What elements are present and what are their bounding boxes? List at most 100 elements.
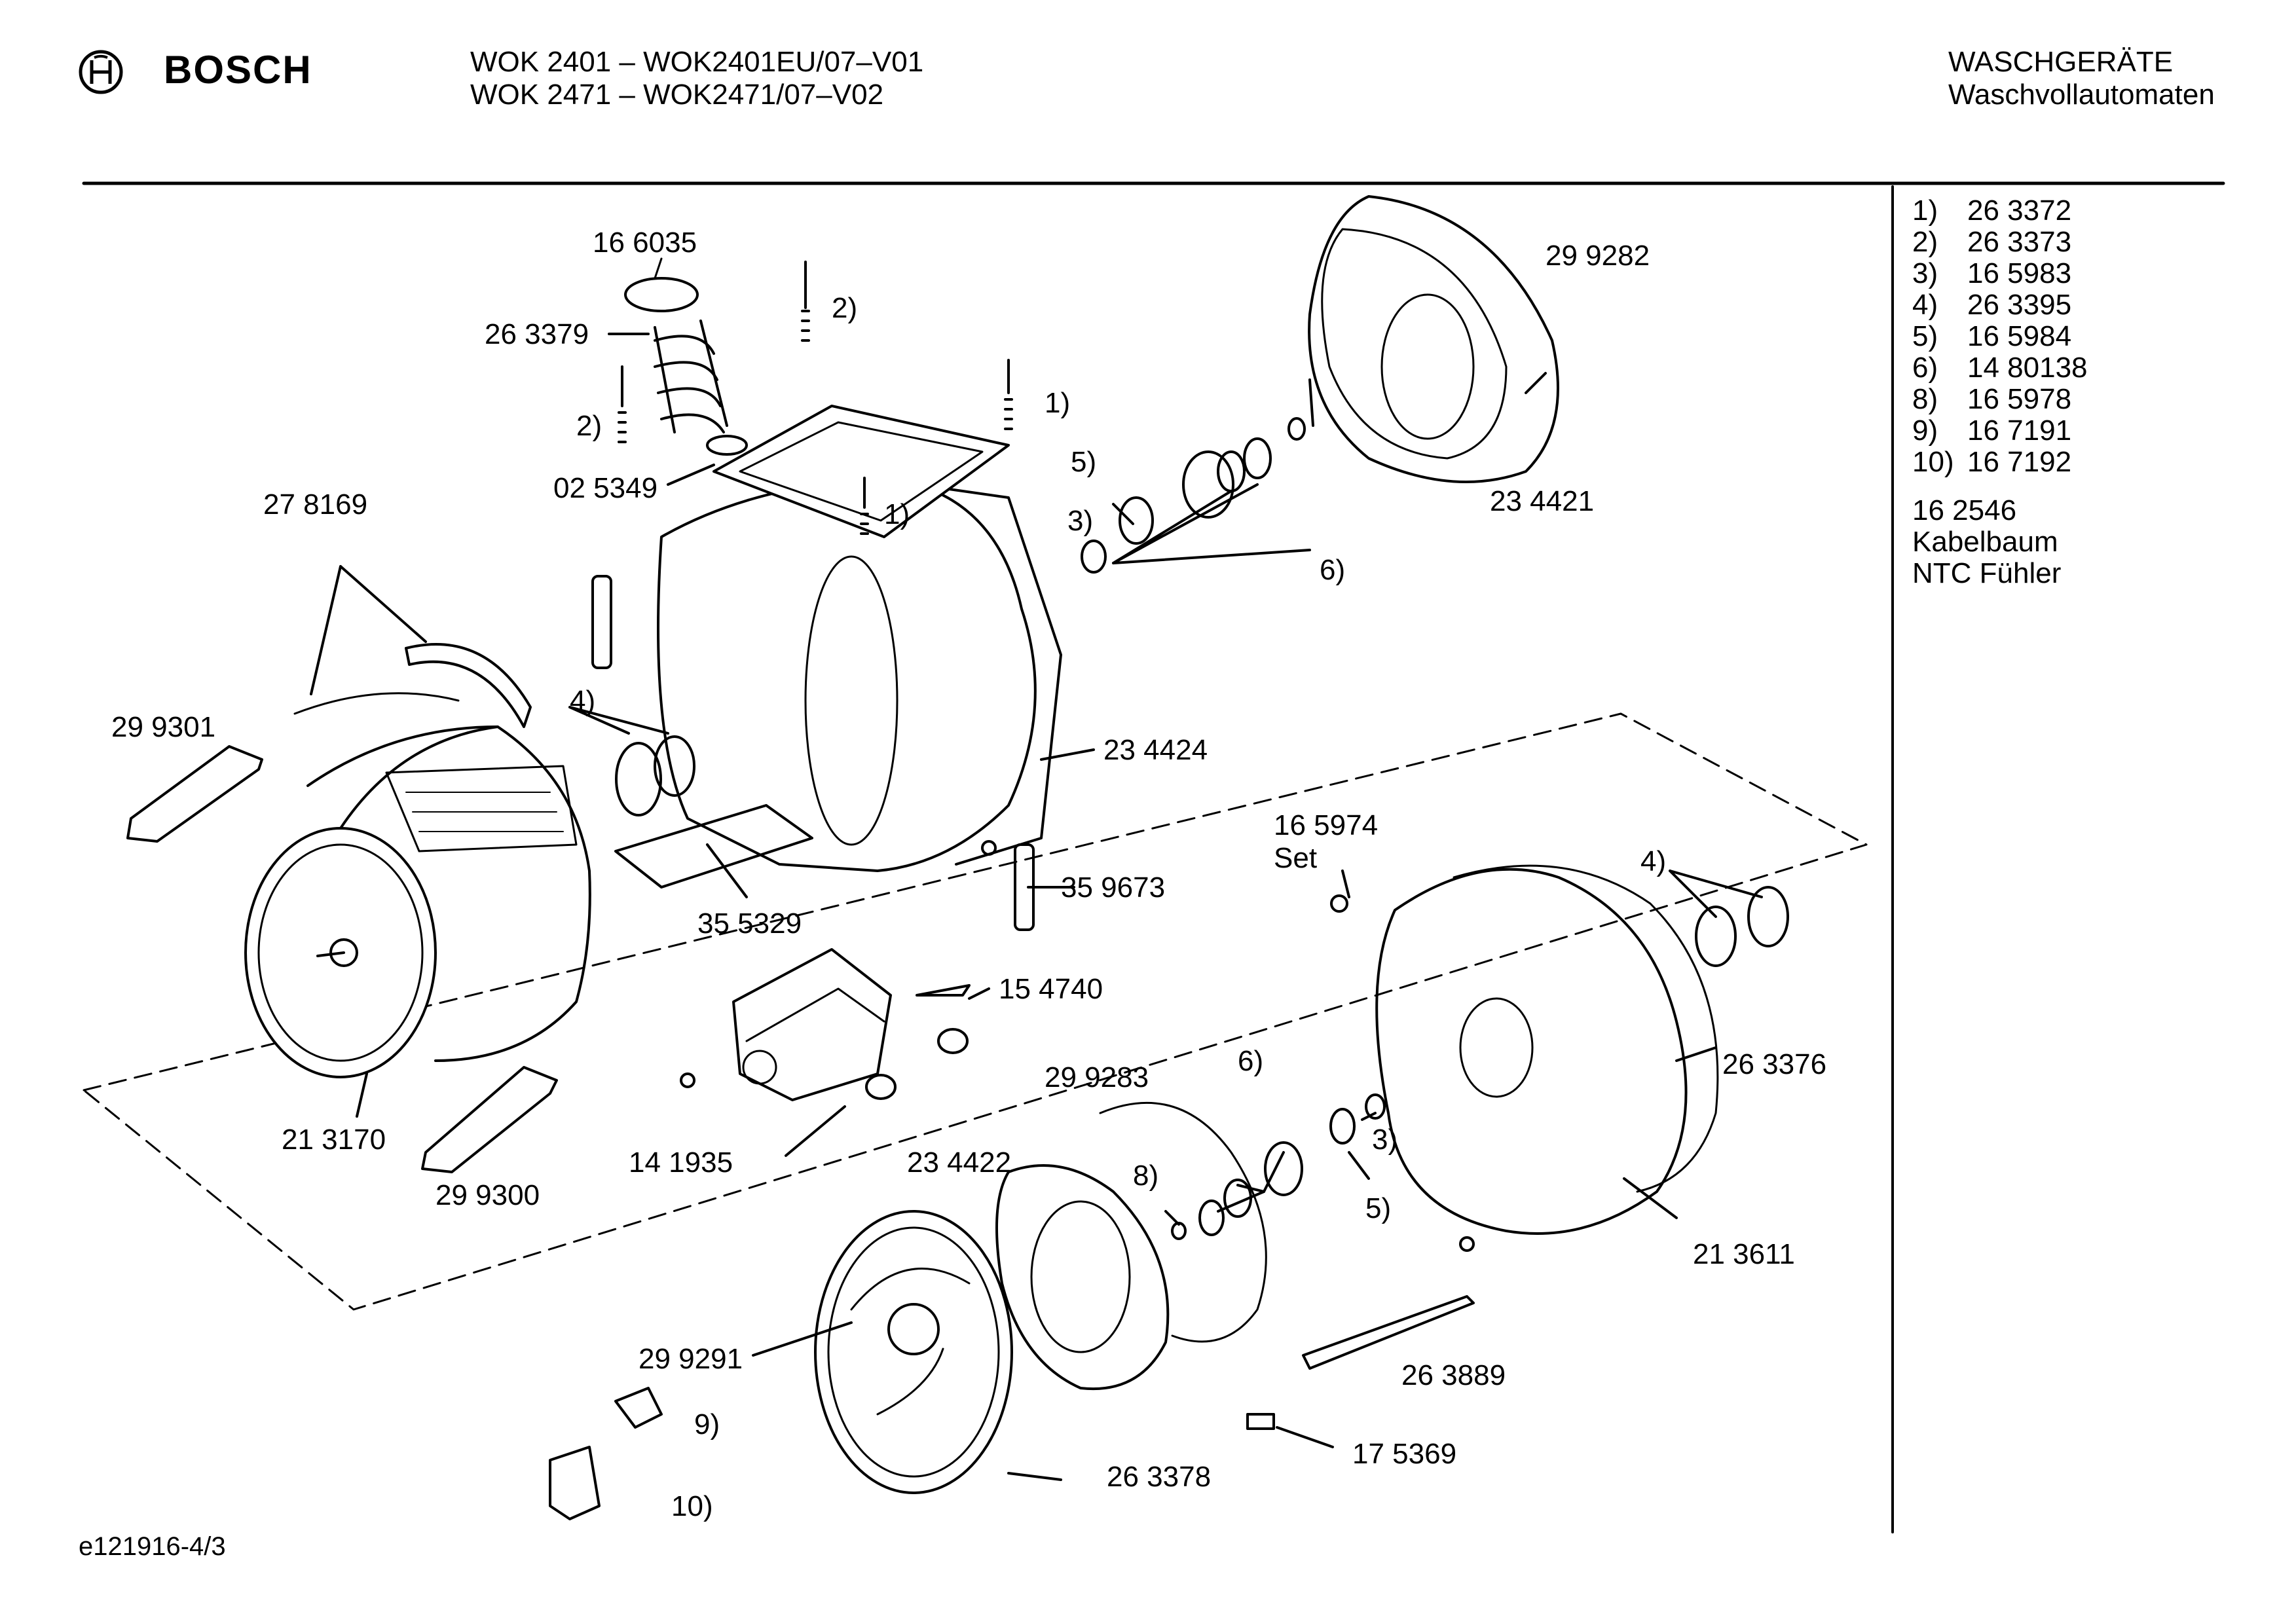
lifter-part-bottom	[421, 1066, 558, 1173]
part-number-label: 29 9300	[435, 1179, 540, 1211]
legend-note-part: 16 2546	[1912, 494, 2017, 526]
part-number-label: 4)	[570, 685, 595, 717]
assembly-plane	[83, 712, 1868, 1311]
category-title: WASCHGERÄTE	[1948, 46, 2174, 78]
heater-plate-part	[614, 804, 813, 888]
legend-item-ref: 6)	[1912, 352, 1938, 384]
drum-rib-part	[405, 643, 532, 728]
part-number-label: 29 9282	[1546, 240, 1650, 272]
legend-item: 1) 26 3372	[1912, 195, 2088, 227]
motor-part	[732, 948, 892, 1101]
legend-item-part: 16 5984	[1967, 320, 2072, 352]
part-labels: 16 6035 26 3379 2) 2) 02 5349 1) 1) 27 8169 29 9…	[111, 227, 1826, 1522]
model-line-2: WOK 2471 – WOK2471/07–V02	[470, 79, 884, 111]
part-number-label: 5)	[1365, 1192, 1391, 1224]
front-panel-part	[1375, 864, 1719, 1235]
spring-part	[801, 261, 810, 342]
heating-element-part	[1302, 1295, 1475, 1370]
damper-part-left	[591, 575, 612, 669]
legend-list: 1) 26 3372 2) 26 3373 3) 16 5983 4) 26 3395 5) 16…	[1912, 195, 2088, 478]
part-number-label: 21 3170	[282, 1124, 386, 1156]
legend-item: 6) 14 80138	[1912, 352, 2088, 384]
part-number-label: 26 3376	[1722, 1048, 1826, 1080]
legend-item-part: 16 7191	[1967, 414, 2072, 447]
part-number-label: 3)	[1372, 1124, 1398, 1156]
part-number-label: 6)	[1238, 1045, 1263, 1077]
legend-item-ref: 3)	[1912, 257, 1938, 289]
legend-note-line-2: NTC Fühler	[1912, 557, 2062, 589]
lifter-part-top	[126, 745, 263, 843]
part-number-label: 4)	[1640, 845, 1666, 877]
part-number-label: 8)	[1133, 1160, 1158, 1192]
part-number-label: 23 4424	[1103, 734, 1208, 766]
brand-name: BOSCH	[164, 48, 312, 92]
part-number-label: 35 9673	[1061, 871, 1165, 904]
bosch-logo	[77, 48, 124, 96]
legend-item-ref: 8)	[1912, 383, 1938, 415]
front-tub-part	[995, 1101, 1267, 1391]
part-number-label: Set	[1274, 842, 1317, 874]
legend-item-part: 26 3372	[1967, 194, 2072, 227]
part-number-label: 10)	[671, 1490, 713, 1522]
part-number-label: 21 3611	[1693, 1238, 1795, 1270]
hinge-part	[614, 1387, 663, 1429]
part-number-label: 26 3379	[485, 318, 589, 350]
legend-note-line-1: Kabelbaum	[1912, 526, 2058, 558]
legend-item-ref: 9)	[1912, 414, 1938, 447]
screw-part	[916, 984, 971, 997]
part-number-label: 14 1935	[629, 1146, 733, 1179]
legend-item-part: 26 3373	[1967, 226, 2072, 258]
legend-item: 5) 16 5984	[1912, 321, 2088, 352]
part-number-label: 16 6035	[593, 227, 697, 259]
legend-item: 4) 26 3395	[1912, 289, 2088, 321]
part-number-label: 26 3889	[1401, 1359, 1506, 1391]
part-number-label: 23 4422	[907, 1146, 1011, 1179]
drawing-id: e121916-4/3	[79, 1532, 226, 1561]
ntc-sensor-part	[1246, 1413, 1275, 1430]
part-number-label: 2)	[832, 292, 857, 324]
spring-part	[860, 477, 869, 535]
legend-item-ref: 1)	[1912, 194, 1938, 227]
legend-item-ref: 5)	[1912, 320, 1938, 352]
part-number-label: 9)	[694, 1408, 720, 1440]
model-line-1: WOK 2401 – WOK2401EU/07–V01	[470, 46, 924, 78]
part-number-label: 6)	[1320, 554, 1345, 586]
part-number-label: 29 9291	[639, 1343, 743, 1375]
part-number-label: 29 9301	[111, 711, 215, 743]
door-part	[814, 1210, 1013, 1494]
legend-item-part: 16 7192	[1967, 446, 2072, 478]
bellows-part	[624, 277, 748, 456]
rear-counterweight-part	[1308, 195, 1559, 483]
legend-item: 3) 16 5983	[1912, 258, 2088, 289]
spring-part	[618, 365, 627, 443]
legend-item-ref: 4)	[1912, 289, 1938, 321]
part-number-label: 27 8169	[263, 488, 367, 521]
part-number-label: 16 5974	[1274, 809, 1378, 841]
legend-item: 10) 16 7192	[1912, 447, 2088, 478]
part-number-label: 1)	[884, 498, 910, 530]
drum-part	[244, 725, 591, 1078]
parts-legend: 1) 26 3372 2) 26 3373 3) 16 5983 4) 26 3395 5) 16…	[1912, 195, 2088, 589]
part-number-label: 15 4740	[999, 973, 1103, 1005]
part-number-label: 3)	[1067, 505, 1093, 537]
part-number-label: 23 4421	[1490, 485, 1594, 517]
part-number-label: 02 5349	[553, 472, 657, 504]
part-number-label: 1)	[1045, 387, 1070, 419]
legend-item-ref: 2)	[1912, 226, 1938, 258]
legend-item-part: 14 80138	[1967, 352, 2088, 384]
legend-item: 2) 26 3373	[1912, 227, 2088, 258]
part-number-label: 29 9283	[1045, 1061, 1149, 1093]
legend-item-ref: 10)	[1912, 446, 1954, 478]
legend-item-part: 16 5983	[1967, 257, 2072, 289]
part-number-label: 2)	[576, 410, 602, 442]
bosch-armature-icon	[79, 50, 123, 94]
part-number-label: 26 3378	[1107, 1461, 1211, 1493]
tub-part	[657, 405, 1062, 872]
part-number-label: 35 5329	[697, 907, 802, 940]
part-number-label: 5)	[1071, 446, 1096, 478]
legend-item-part: 26 3395	[1967, 289, 2072, 321]
spring-part	[1004, 359, 1013, 430]
legend-item-part: 16 5978	[1967, 383, 2072, 415]
legend-item: 9) 16 7191	[1912, 415, 2088, 447]
